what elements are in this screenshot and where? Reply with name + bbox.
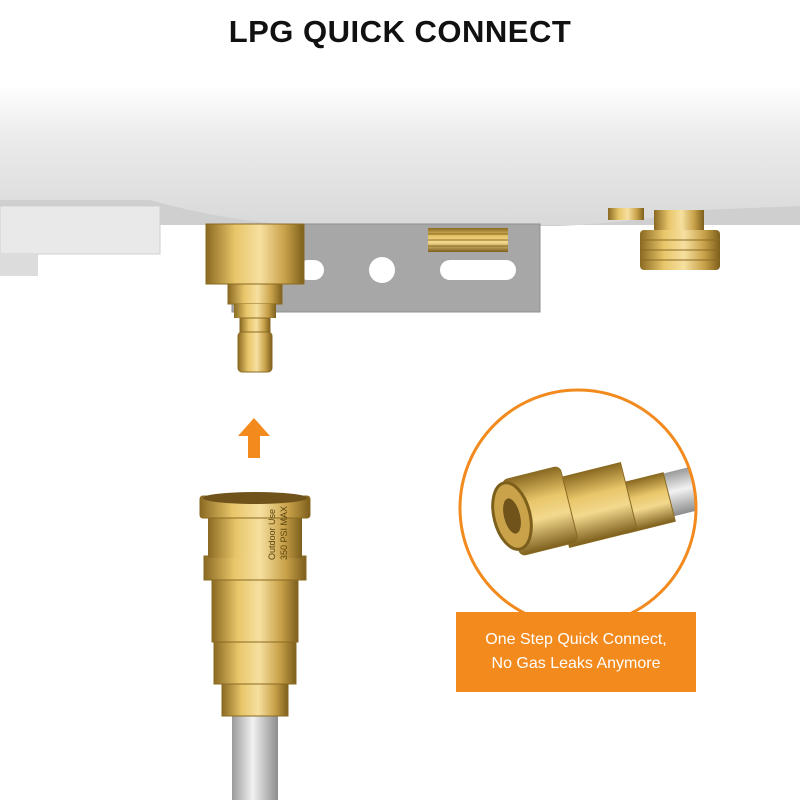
callout-box xyxy=(456,612,696,692)
threaded-port-right xyxy=(608,208,720,270)
appliance-panel xyxy=(0,85,800,276)
arrow-up-icon xyxy=(238,418,270,458)
callout-line-2: No Gas Leaks Anymore xyxy=(491,655,661,672)
callout-line-1: One Step Quick Connect, xyxy=(485,631,667,648)
callout-text: One Step Quick Connect, No Gas Leaks Any… xyxy=(456,612,696,692)
fitting-marking-pressure: 350 PSI MAX xyxy=(279,506,289,560)
male-plug-fitting xyxy=(205,223,305,373)
detail-zoom-circle xyxy=(458,388,698,628)
page-title: LPG QUICK CONNECT xyxy=(228,14,572,49)
female-coupler-fitting xyxy=(199,492,311,800)
threaded-port-left xyxy=(428,228,508,252)
fitting-marking-use: Outdoor Use xyxy=(267,509,277,560)
